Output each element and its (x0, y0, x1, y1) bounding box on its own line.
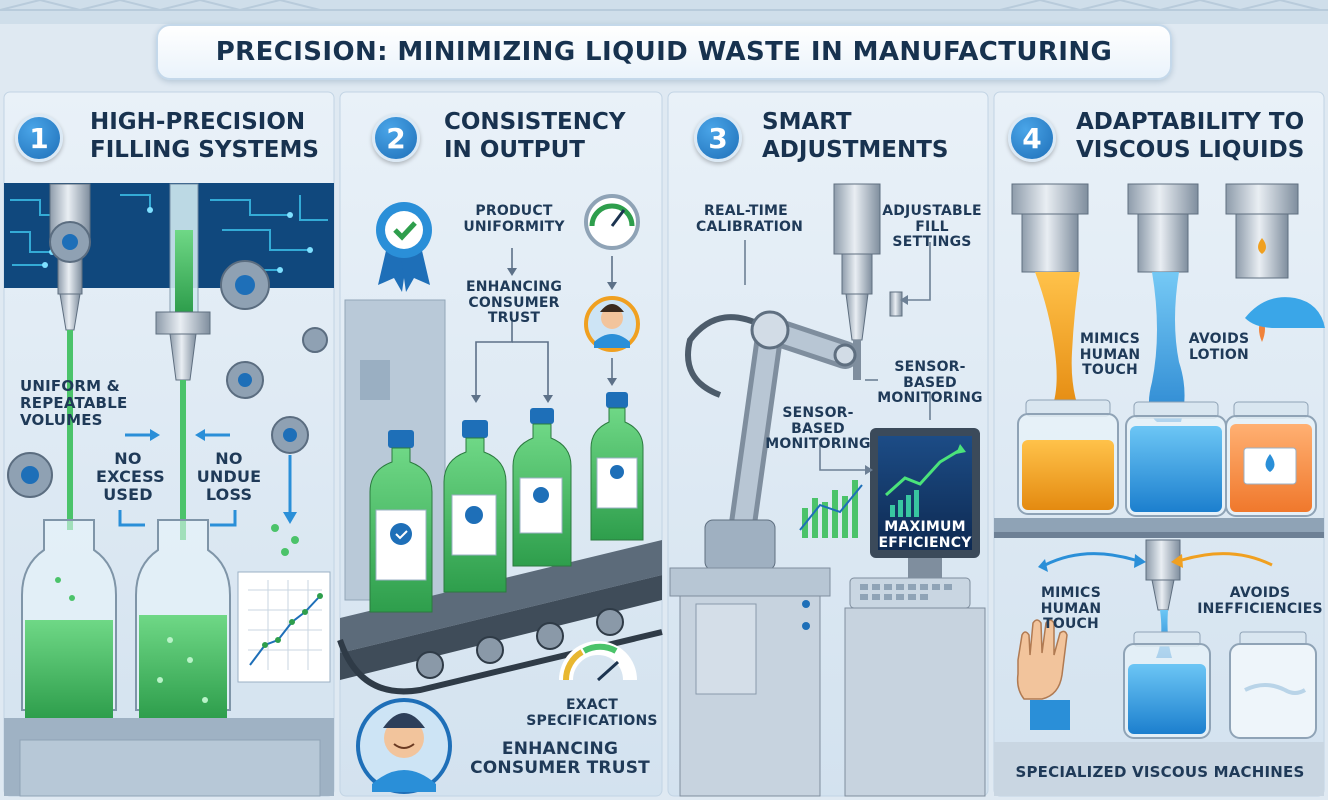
panel-1-heading: HIGH-PRECISION FILLING SYSTEMS (90, 108, 319, 164)
label-line: EXACT (565, 697, 619, 713)
label-enhancing-consumer-trust-bottom: ENHANCING CONSUMER TRUST (464, 739, 656, 779)
panel-1-artwork (4, 183, 334, 797)
label-line: HUMAN (1079, 346, 1141, 363)
label-product-uniformity: PRODUCT UNIFORMITY (462, 203, 566, 235)
label-adjustable-fill-settings: ADJUSTABLE FILL SETTINGS (878, 203, 986, 251)
label-line: VOLUMES (20, 410, 103, 429)
label-line: EFFICIENCY (878, 534, 972, 551)
label-line: CONSUMER TRUST (468, 294, 560, 327)
label-line: UNIFORM & (20, 377, 120, 395)
label-line: MONITORING (765, 436, 871, 453)
label-line: ENHANCING (465, 279, 563, 295)
label-line: INEFFICIENCIES (1197, 600, 1323, 617)
label-line: AVOIDS (1188, 331, 1250, 347)
label-uniform-volumes: UNIFORM & REPEATABLE VOLUMES (20, 378, 127, 428)
panel-4-heading-line1: ADAPTABILITY TO (1076, 109, 1305, 135)
label-line: EXCESS (96, 466, 165, 486)
label-real-time-calibration: REAL-TIME CALIBRATION (696, 203, 804, 235)
label-exact-specifications: EXACT SPECIFICATIONS (522, 697, 662, 729)
panel-2-heading-line1: CONSISTENCY (444, 109, 626, 135)
label-line: ENHANCING (501, 739, 619, 759)
label-line: PRODUCT (475, 203, 553, 219)
panel-4-artwork (994, 183, 1325, 796)
label-no-undue-loss: NO UNDUE LOSS (192, 450, 266, 504)
step-1-badge: 1 (15, 114, 63, 162)
label-line: REAL-TIME (704, 203, 788, 219)
label-line: MIMICS (1079, 331, 1141, 347)
label-line: TOUCH (1082, 362, 1138, 379)
label-mimics-human-touch-bottom: MIMICS HUMAN TOUCH (1016, 585, 1126, 633)
label-enhancing-consumer-trust-top: ENHANCING CONSUMER TRUST (440, 279, 588, 327)
label-line: LOSS (205, 484, 253, 504)
label-line: MAXIMUM (884, 519, 966, 535)
label-line: UNDUE (196, 466, 262, 486)
label-line: MIMICS (1040, 585, 1102, 601)
panel-3-heading-line1: SMART (762, 109, 852, 135)
panel-2-heading: CONSISTENCY IN OUTPUT (444, 108, 626, 164)
label-line: CALIBRATION (696, 218, 804, 235)
label-avoids-lotion: AVOIDS LOTION (1184, 331, 1254, 363)
label-specialized-viscous-machines: SPECIALIZED VISCOUS MACHINES (1015, 763, 1305, 781)
step-3-badge: 3 (694, 114, 742, 162)
label-avoids-inefficiencies: AVOIDS INEFFICIENCIES (1196, 585, 1324, 617)
label-line: REPEATABLE (20, 393, 128, 412)
label-line: AVOIDS (1229, 585, 1291, 601)
step-4-badge: 4 (1008, 114, 1056, 162)
panel-2-artwork (337, 194, 663, 794)
label-line: USED (103, 484, 153, 504)
label-line: NO (114, 449, 142, 468)
panel-4-heading-line2: VISCOUS LIQUIDS (1076, 137, 1305, 164)
label-line: MONITORING (877, 390, 983, 407)
label-line: SPECIFICATIONS (526, 712, 658, 729)
label-line: LOTION (1189, 346, 1249, 363)
label-line: NO (215, 449, 243, 468)
panel-3-heading: SMART ADJUSTMENTS (762, 108, 948, 164)
label-sensor-based-monitoring-right: SENSOR-BASED MONITORING (874, 359, 986, 407)
label-line: SENSOR-BASED (894, 359, 966, 391)
label-sensor-based-monitoring-left: SENSOR-BASED MONITORING (762, 405, 874, 453)
label-line: HUMAN TOUCH (1040, 600, 1102, 633)
panel-2-heading-line2: IN OUTPUT (444, 137, 585, 164)
label-line: CONSUMER TRUST (470, 758, 650, 779)
panel-3-heading-line2: ADJUSTMENTS (762, 137, 949, 164)
panel-4-heading: ADAPTABILITY TO VISCOUS LIQUIDS (1076, 108, 1304, 164)
label-line: ADJUSTABLE (882, 203, 982, 219)
panel-1-heading-line2: FILLING SYSTEMS (90, 137, 319, 164)
label-line: UNIFORMITY (463, 218, 565, 235)
label-maximum-efficiency: MAXIMUM EFFICIENCY (870, 519, 980, 551)
label-line: FILL SETTINGS (892, 218, 972, 251)
page-title: PRECISION: MINIMIZING LIQUID WASTE IN MA… (156, 24, 1172, 80)
panel-3-artwork (669, 183, 986, 797)
label-line: SENSOR-BASED (782, 405, 854, 437)
step-2-badge: 2 (372, 114, 420, 162)
label-no-excess-used: NO EXCESS USED (96, 449, 165, 504)
label-mimics-human-touch-top: MIMICS HUMAN TOUCH (1078, 331, 1142, 379)
panel-1-heading-line1: HIGH-PRECISION (90, 109, 306, 135)
